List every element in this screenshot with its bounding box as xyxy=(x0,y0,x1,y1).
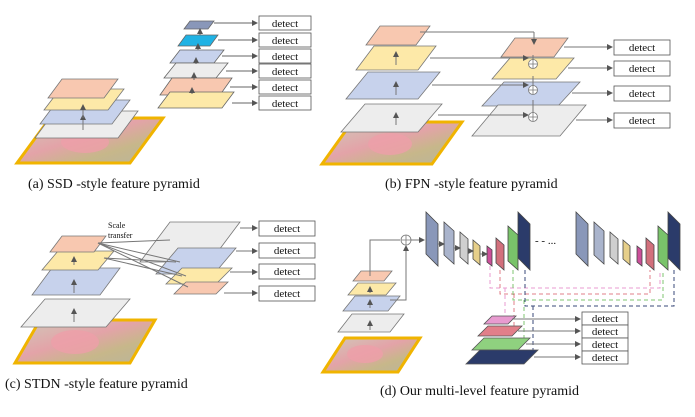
detect-label: detect xyxy=(592,326,618,338)
caption-a: (a) SSD -style feature pyramid xyxy=(28,177,200,192)
stdn-left-peach xyxy=(49,235,107,253)
detect-label: detect xyxy=(629,42,655,54)
tum1-dec4 xyxy=(517,211,531,271)
ssd-layer-2 xyxy=(177,34,219,47)
ml-out-red xyxy=(477,325,523,337)
ml-left-peach xyxy=(352,270,393,282)
ssd-layer-4 xyxy=(163,62,229,79)
detect-label: detect xyxy=(274,266,300,278)
tumN-dec2 xyxy=(645,237,655,271)
fpn-bottom-peach xyxy=(365,25,431,46)
caption-c: (c) STDN -style feature pyramid xyxy=(5,377,188,392)
detect-label: detect xyxy=(592,313,618,325)
ml-left-gray xyxy=(337,313,405,333)
tum1-enc3 xyxy=(459,231,469,265)
tum1-enc4 xyxy=(472,239,481,266)
detect-label: detect xyxy=(629,115,655,127)
panel-b-fpn: detect detect detect detect (b) FPN -sty… xyxy=(319,25,671,192)
detect-label: detect xyxy=(272,82,298,94)
detect-label: detect xyxy=(272,18,298,30)
detect-label: detect xyxy=(592,352,618,364)
caption-d: (d) Our multi-level feature pyramid xyxy=(380,384,579,399)
tum1-enc1 xyxy=(425,211,439,267)
fpn-bottom-gray xyxy=(340,103,443,133)
detect-label: detect xyxy=(274,245,300,257)
ssd-layer-6 xyxy=(157,91,235,109)
fpn-top-gray xyxy=(471,104,587,137)
detect-boxes-b: detect detect detect detect xyxy=(613,39,671,129)
panel-c-stdn: Scale transfer detect detect detect dete… xyxy=(5,220,316,392)
tum1-dec1 xyxy=(486,245,493,267)
tumN-dec4 xyxy=(667,211,681,271)
transfer-label: transfer xyxy=(108,231,133,240)
tumN-enc2 xyxy=(593,221,605,265)
stdn-left-yellow xyxy=(41,250,115,271)
detect-label: detect xyxy=(274,223,300,235)
stdn-right-peach xyxy=(173,281,229,295)
fpn-bottom-blue xyxy=(345,71,441,100)
detect-label: detect xyxy=(629,88,655,100)
tum1-dec2 xyxy=(495,237,505,271)
detect-label: detect xyxy=(274,288,300,300)
panel-d-multilevel: - - ... detect detect xyxy=(320,211,681,399)
ml-left-yellow xyxy=(347,282,397,296)
detect-boxes-d: detect detect detect detect xyxy=(581,311,629,365)
detect-label: detect xyxy=(272,35,298,47)
ml-out-navy xyxy=(465,349,539,365)
detect-label: detect xyxy=(272,98,298,110)
fpn-top-peach xyxy=(500,37,569,58)
caption-b: (b) FPN -style feature pyramid xyxy=(385,177,558,192)
tum1-dec3 xyxy=(507,225,519,271)
ml-left-blue xyxy=(342,295,401,312)
tumN-enc4 xyxy=(622,239,631,266)
detect-label: detect xyxy=(272,51,298,63)
tumN-dec3 xyxy=(657,225,669,271)
ellipsis-label: - - ... xyxy=(535,235,556,247)
panel-a-ssd: detect detect detect detect detect detec… xyxy=(14,15,312,192)
detect-label: detect xyxy=(272,66,298,78)
detect-boxes-a: detect detect detect detect detect detec… xyxy=(258,15,312,111)
layer-a-peach xyxy=(47,78,119,99)
detect-label: detect xyxy=(629,63,655,75)
tumN-enc1 xyxy=(575,211,589,267)
stdn-left-blue xyxy=(31,267,121,296)
ml-out-green xyxy=(471,337,531,351)
ml-out-magenta xyxy=(483,315,517,325)
detect-label: detect xyxy=(592,339,618,351)
ssd-layer-1 xyxy=(183,20,215,30)
tumN-dec1 xyxy=(636,245,643,267)
ssd-layer-3 xyxy=(169,49,225,64)
tum1-enc2 xyxy=(443,221,455,265)
detect-boxes-c: detect detect detect detect xyxy=(258,220,316,302)
tumN-enc3 xyxy=(609,231,619,265)
scale-label: Scale xyxy=(108,221,126,230)
